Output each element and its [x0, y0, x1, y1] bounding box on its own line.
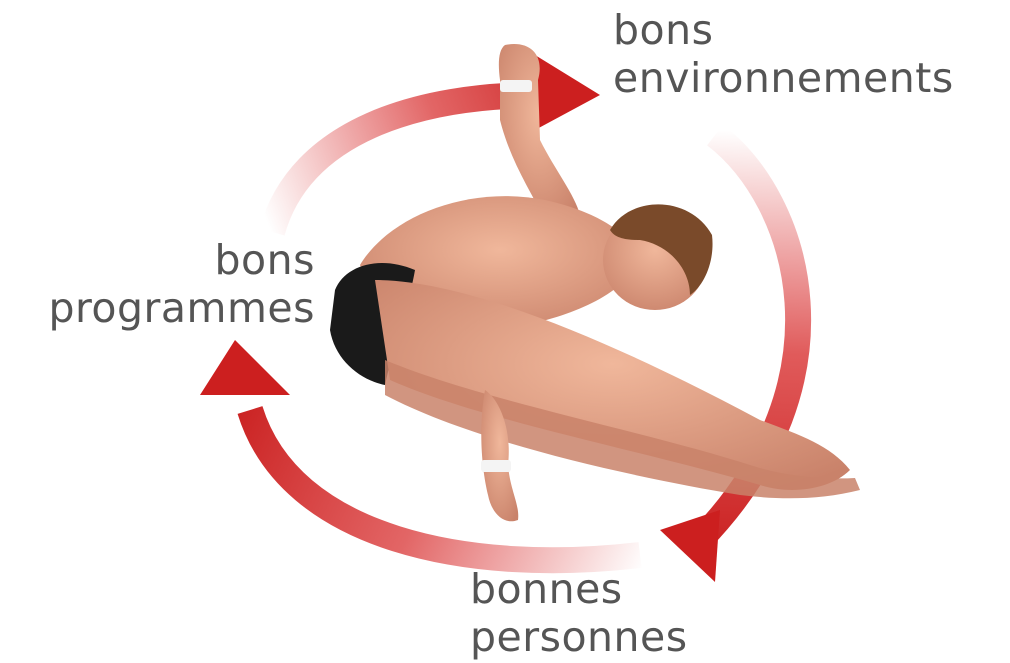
label-line: bons: [613, 6, 954, 54]
label-bons-programmes: bons programmes: [48, 236, 315, 332]
label-bonnes-personnes: bonnes personnes: [470, 565, 688, 661]
label-line: programmes: [48, 284, 315, 332]
label-line: personnes: [470, 613, 688, 661]
label-line: bonnes: [470, 565, 688, 613]
label-bons-environnements: bons environnements: [613, 6, 954, 102]
arrow-to-personnes: [660, 135, 798, 582]
label-line: environnements: [613, 54, 954, 102]
label-line: bons: [48, 236, 315, 284]
